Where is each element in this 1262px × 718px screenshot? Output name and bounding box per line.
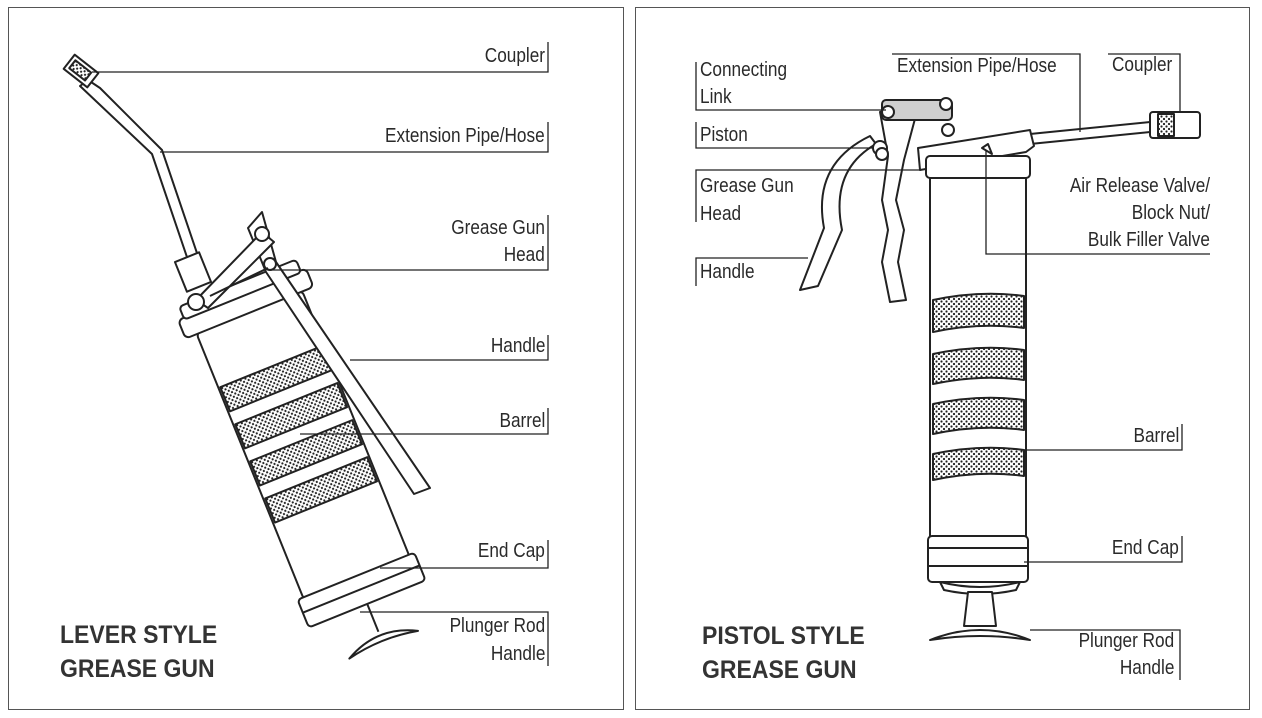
pistol-end-cap	[927, 535, 1029, 583]
pistol-label-extension: Extension Pipe/Hose	[897, 55, 1057, 77]
lever-label-extension: Extension Pipe/Hose	[385, 125, 545, 147]
lever-label-end-cap: End Cap	[478, 540, 545, 562]
lever-plunger-handle	[348, 629, 419, 660]
lever-label-plunger-line2: Handle	[490, 643, 545, 665]
pistol-plunger-handle	[929, 629, 1031, 641]
lever-label-barrel: Barrel	[499, 410, 545, 432]
lever-leader-lines	[92, 42, 549, 666]
pistol-leader-lines	[695, 53, 1210, 680]
pistol-label-barrel: Barrel	[1133, 425, 1179, 447]
pistol-label-piston: Piston	[700, 124, 748, 146]
pistol-title-line2: GREASE GUN	[702, 656, 857, 684]
pistol-label-head-line1: Grease Gun	[700, 175, 794, 197]
pistol-title-line1: PISTOL STYLE	[702, 622, 865, 650]
pistol-label-valve-line1: Air Release Valve/	[1069, 175, 1210, 197]
pistol-label-plunger-line2: Handle	[1119, 657, 1174, 679]
pistol-handle	[879, 99, 921, 303]
pistol-label-plunger-line1: Plunger Rod	[1078, 630, 1174, 652]
pistol-label-end-cap: End Cap	[1112, 537, 1179, 559]
pistol-label-head-line2: Head	[700, 203, 742, 225]
pistol-label-handle: Handle	[700, 261, 755, 283]
lever-title-line1: LEVER STYLE	[60, 621, 218, 649]
lever-label-head-line2: Head	[503, 244, 545, 266]
pistol-label-link-line2: Link	[700, 86, 732, 108]
lever-label-handle: Handle	[490, 335, 545, 357]
pistol-label-link-line1: Connecting	[700, 59, 788, 81]
pistol-label-coupler: Coupler	[1112, 54, 1173, 76]
pistol-air-release-valve	[981, 143, 993, 155]
pistol-extension-pipe	[1029, 121, 1151, 145]
lever-label-plunger-line1: Plunger Rod	[449, 615, 545, 637]
pistol-grease-gun-drawing	[799, 97, 1201, 641]
lever-label-coupler: Coupler	[484, 45, 545, 67]
lever-title-line2: GREASE GUN	[60, 655, 215, 683]
lever-label-head-line1: Grease Gun	[451, 217, 545, 239]
lever-grease-gun-drawing	[62, 53, 431, 660]
pistol-label-valve-line2: Block Nut/	[1131, 202, 1210, 224]
pistol-label-valve-line3: Bulk Filler Valve	[1087, 229, 1210, 251]
pistol-barrel	[925, 155, 1031, 641]
lever-extension-pipe	[79, 79, 201, 267]
